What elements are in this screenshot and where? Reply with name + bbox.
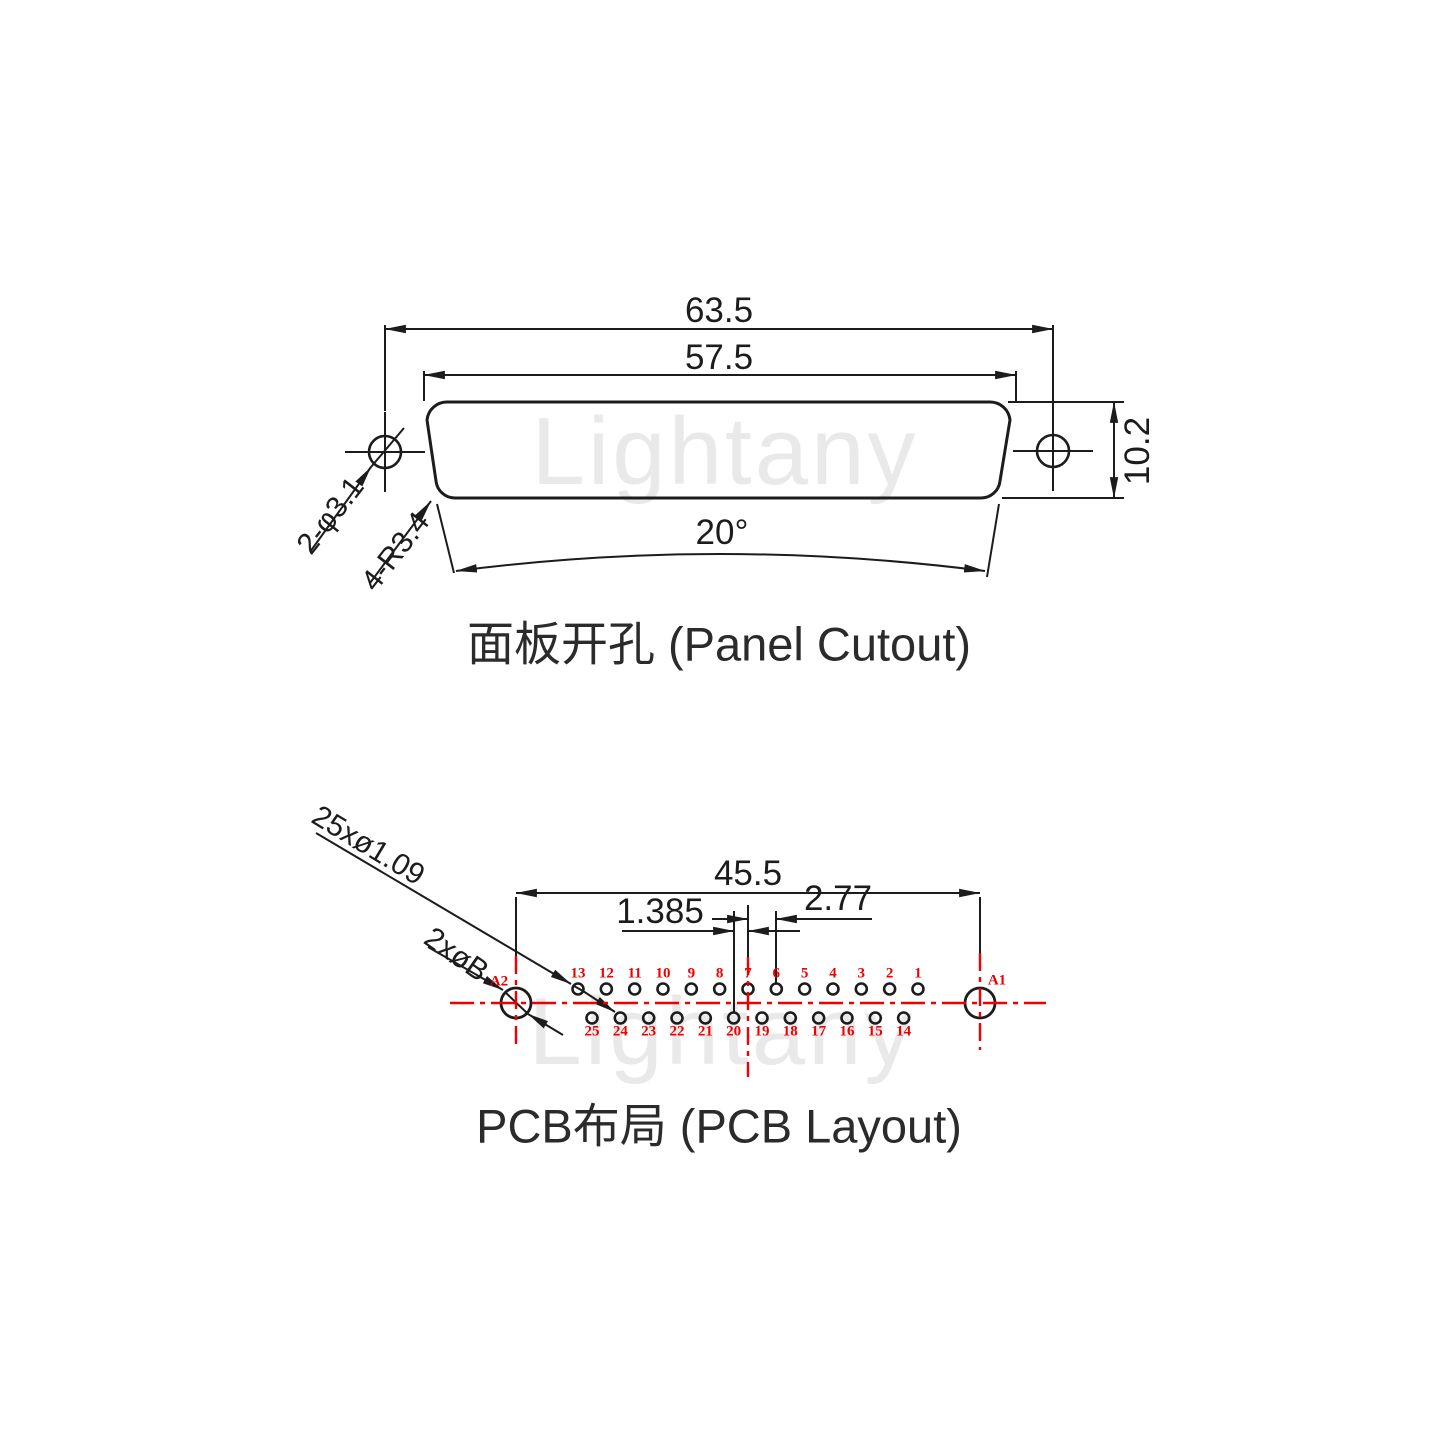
pin-hole <box>627 982 642 996</box>
pin-hole <box>769 982 784 996</box>
panel-cutout-drawing <box>309 324 1124 584</box>
pin-hole <box>868 1011 883 1025</box>
pin-hole <box>670 1011 684 1025</box>
pin-label: 11 <box>627 965 642 982</box>
pin-label: 23 <box>641 1023 657 1040</box>
pin-label: 1 <box>914 965 922 982</box>
pin-hole <box>882 982 897 996</box>
pin-hole <box>684 982 699 996</box>
pin-hole <box>896 1011 911 1025</box>
pin-label: 18 <box>782 1023 798 1040</box>
pin-hole <box>797 982 812 996</box>
pin-label: 12 <box>598 965 614 982</box>
pin-label: 10 <box>655 965 671 982</box>
pin-label: 5 <box>800 965 809 982</box>
centerlines <box>450 953 1046 1077</box>
dim-outer-width: 63.5 <box>684 291 754 330</box>
pin-label: 13 <box>570 965 586 982</box>
pin-hole <box>585 1011 599 1025</box>
caption-panel-cutout: 面板开孔 (Panel Cutout) <box>466 617 972 671</box>
pin-hole <box>854 982 869 996</box>
pin-hole <box>712 982 727 996</box>
pin-label: 24 <box>612 1023 628 1040</box>
dsub-cutout-outline <box>425 400 1012 500</box>
pin-hole <box>698 1011 713 1025</box>
hole-label-a1: A1 <box>987 972 1007 989</box>
pin-label: 19 <box>754 1023 770 1040</box>
pin-hole <box>755 1011 769 1025</box>
pin-hole <box>826 982 840 996</box>
dim-span: 45.5 <box>713 854 783 893</box>
dim-pitch: 2.77 <box>803 879 873 918</box>
dim-angle: 20° <box>695 513 749 552</box>
pin-hole <box>613 1011 628 1025</box>
pin-hole <box>571 982 585 996</box>
panel-hole-right <box>1013 411 1093 491</box>
pin-hole <box>726 1011 741 1025</box>
dim-half-pitch: 1.385 <box>616 892 704 931</box>
pin-label: 20 <box>726 1023 742 1040</box>
pin-label: 21 <box>697 1023 713 1040</box>
pin-label: 9 <box>687 965 696 982</box>
pin-label: 17 <box>811 1023 827 1040</box>
pin-label: 25 <box>584 1023 600 1040</box>
pin-label: 2 <box>885 965 894 982</box>
watermark-top: Lightany <box>531 398 919 505</box>
caption-pcb-layout: PCB布局 (PCB Layout) <box>476 1099 962 1153</box>
dim-height: 10.2 <box>1118 416 1157 486</box>
watermark-bottom: Lightany <box>528 978 916 1085</box>
pin-label: 14 <box>896 1023 912 1040</box>
pin-label: 22 <box>669 1023 685 1040</box>
hole-label-a2: A2 <box>489 973 509 990</box>
pin-hole <box>911 982 925 996</box>
pin-hole <box>840 1011 854 1025</box>
pin-label: 15 <box>867 1023 883 1040</box>
pin-hole <box>599 982 614 996</box>
pin-label: 8 <box>715 965 724 982</box>
pin-hole <box>811 1011 826 1025</box>
pin-label: 6 <box>772 965 781 982</box>
pin-hole <box>783 1011 798 1025</box>
pin-hole <box>641 1011 656 1025</box>
pin-label: 4 <box>829 965 837 982</box>
pin-label: 16 <box>839 1023 855 1040</box>
dim-inner-width: 57.5 <box>684 338 754 377</box>
pin-hole <box>656 982 670 996</box>
pin-label: 7 <box>744 965 752 982</box>
pin-label: 3 <box>857 965 866 982</box>
